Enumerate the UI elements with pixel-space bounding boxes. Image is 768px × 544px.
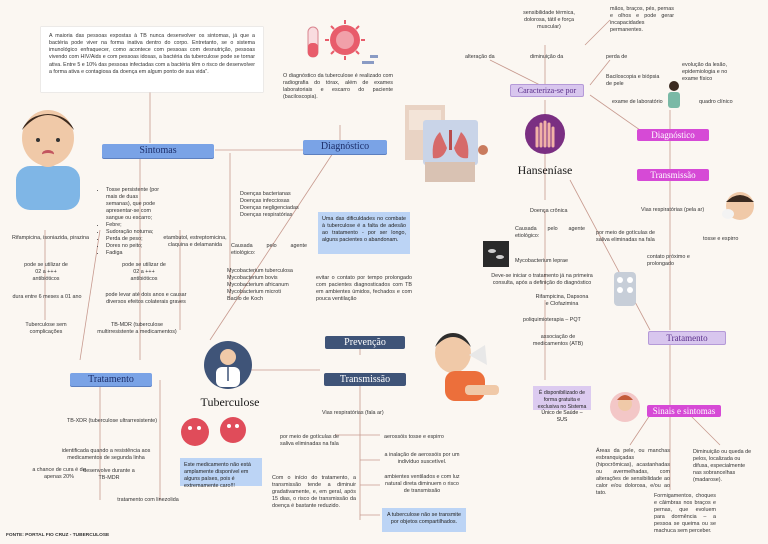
sneezing-person-illustration [722, 192, 754, 220]
hans-atb: associação de medicamentos (ATB) [532, 334, 584, 348]
tb-identificada: identificada quando a resistência aos me… [61, 448, 151, 462]
pills-icon [614, 272, 636, 306]
tuberculose-doctor-icon [204, 341, 252, 389]
hans-sensibilidade: sensibilidade térmica, dolorosa, tátil e… [523, 10, 575, 31]
hans-sinais-header: Sinais e sintomas [647, 405, 721, 417]
tb-drugs-right: etambutol, estreptomicina, claquina e de… [163, 235, 227, 249]
germs-illustration [181, 417, 246, 446]
tb-sintomas-header: Sintomas [102, 144, 214, 158]
tb-desenvolve: desenvolve durante a TB-MDR [83, 468, 135, 482]
tb-center-title: Tuberculose [200, 395, 260, 409]
tb-transmissao-header: Transmissão [324, 373, 406, 386]
tb-prevencao-header: Prevenção [325, 336, 405, 349]
hans-transmissao-header: Transmissão [637, 169, 709, 181]
hans-diagnostico-header: Diagnóstico [637, 129, 709, 141]
tb-prevencao-text: evitar o contato por tempo prolongado co… [316, 275, 412, 303]
tb-dois-anos: pode levar até dois anos e causar divers… [105, 292, 187, 306]
symptom-item: Febre; [106, 222, 163, 229]
tb-doencas-text: Doenças bacterianas Doenças infecciosas … [240, 191, 299, 219]
lungs-xray-illustration [405, 105, 488, 182]
hans-membros: mãos, braços, pés, pernas e olhos e pode… [610, 6, 674, 34]
symptom-item: Fadiga [106, 250, 163, 257]
hans-bacilo: Baciloscopia e biópsia de pele [606, 74, 660, 88]
symptom-item: Perda de peso; [106, 236, 163, 243]
tb-vias: Vias respiratórias (fala ar) [322, 410, 384, 416]
tb-aerossois: aerossóis tosse e espirro [384, 434, 444, 440]
hans-contato: contato próximo e prolongado [647, 254, 690, 268]
hans-sus-note: É disponibilizado de forma gratuita e ex… [533, 386, 591, 423]
hans-perda: perda de [606, 54, 628, 60]
tb-tbmr: TB-MDR (tuberculose multirresistente a m… [97, 322, 177, 336]
footer-source: FONTE: PORTAL FIO CRUZ - TUBERCULOSE [6, 533, 110, 538]
hans-vias: Vias respiratórias (pela ar) [641, 207, 705, 213]
hans-tosse: tosse e espirro [703, 236, 739, 242]
hans-drogas: Rifampicina, Dapsona e Clofazimina [535, 294, 589, 308]
symptom-item: Sudoração noturna; [106, 229, 163, 236]
hans-areas: Áreas da pele, ou manchas esbranquiçadas… [596, 448, 670, 497]
tb-diagnostico-text: O diagnóstico da tuberculose é realizado… [283, 73, 393, 101]
sick-person-illustration [16, 110, 80, 210]
tb-ambientes: ambientes ventilados e com luz natural d… [384, 474, 460, 495]
hans-diminuicao-queda: Diminuição ou queda de pelos, localizada… [693, 449, 752, 484]
tb-dificuldade-note: Uma das dificuldades no combate à tuberc… [318, 212, 410, 254]
virus-icon [307, 20, 378, 64]
hans-quadro: quadro clínico [699, 99, 733, 105]
tb-diagnostico-header: Diagnóstico [303, 140, 387, 154]
hans-evolucao: evolução da lesão, epidemiologia e no ex… [682, 62, 728, 83]
hans-doenca-cronica: Doença crônica [530, 208, 568, 214]
tb-sem-complicacoes: Tuberculose sem complicações [25, 322, 67, 336]
tb-drugs-left: Rifampicina, isoniazida, pirazina [12, 235, 90, 241]
tb-causada-label: Causada pelo agente etiológico: [231, 243, 307, 257]
tb-chance: a chance de cura é de apenas 20% [32, 467, 86, 481]
tb-dose-left: pode se utilizar de 02 a +++ antibiótico… [24, 262, 68, 283]
tb-linezolida: tratamento com linezolida [117, 497, 179, 503]
tb-inicio: Com o início do tratamento, a transmissã… [272, 475, 356, 510]
hans-causada: Causada pelo agente etiológico: [515, 226, 585, 240]
tb-tbxdr: TB-XDR (tuberculose ultrarresistente) [66, 418, 158, 424]
hans-formigamentos: Formigamentos, choques e câimbras nos br… [654, 493, 716, 535]
hans-alteracao: alteração da [465, 54, 495, 60]
symptom-item: Dores no peito; [106, 243, 163, 250]
hans-center-title: Hanseníase [517, 163, 573, 177]
hans-pqt: poliquimioterapia – PQT [523, 317, 581, 323]
bacteria-icon [483, 241, 509, 267]
tb-objetos-note: A tuberculose não se transmite por objet… [382, 508, 466, 532]
hans-inicio-trat: Deve-se iniciar o tratamento já na prime… [491, 273, 593, 287]
tb-duracao: dura entre 6 meses a 01 ano [12, 294, 82, 300]
hans-mycobacterium: Mycobacterium leprae [515, 258, 569, 264]
tb-medicamento-note: Este medicamento não está amplamente dis… [180, 458, 262, 489]
woman-itching-illustration [610, 392, 640, 422]
hands-icon [525, 114, 565, 154]
tb-tratamento-header: Tratamento [70, 373, 152, 386]
tb-dose-right: pode se utilizar de 02 a +++ antibiótico… [122, 262, 166, 283]
doctor-woman-icon [668, 81, 680, 108]
tb-goticulas: por meio de gotículas de saliva eliminad… [280, 434, 340, 448]
tb-symptoms-list: Tosse persistente (por mais de duas sema… [97, 187, 163, 257]
hans-exame-lab: exame de laboratório [612, 99, 663, 105]
hans-caracteriza-header: Caracteriza-se por [510, 84, 584, 97]
coughing-man-illustration [435, 333, 499, 401]
tb-agents-text: Mycobacterium tuberculosa Mycobacterium … [227, 268, 293, 303]
symptom-item: Tosse persistente (por mais de duas sema… [106, 187, 163, 222]
hans-goticulas: por meio de gotículas de saliva eliminad… [596, 230, 656, 244]
intro-box: A maioria das pessoas expostas à TB nunc… [41, 27, 263, 92]
hans-diminuicao: diminuição da [530, 54, 564, 60]
hans-tratamento-header: Tratamento [648, 331, 726, 345]
tb-inalacao: a inalação de aerossóis por um indivíduo… [384, 452, 460, 466]
